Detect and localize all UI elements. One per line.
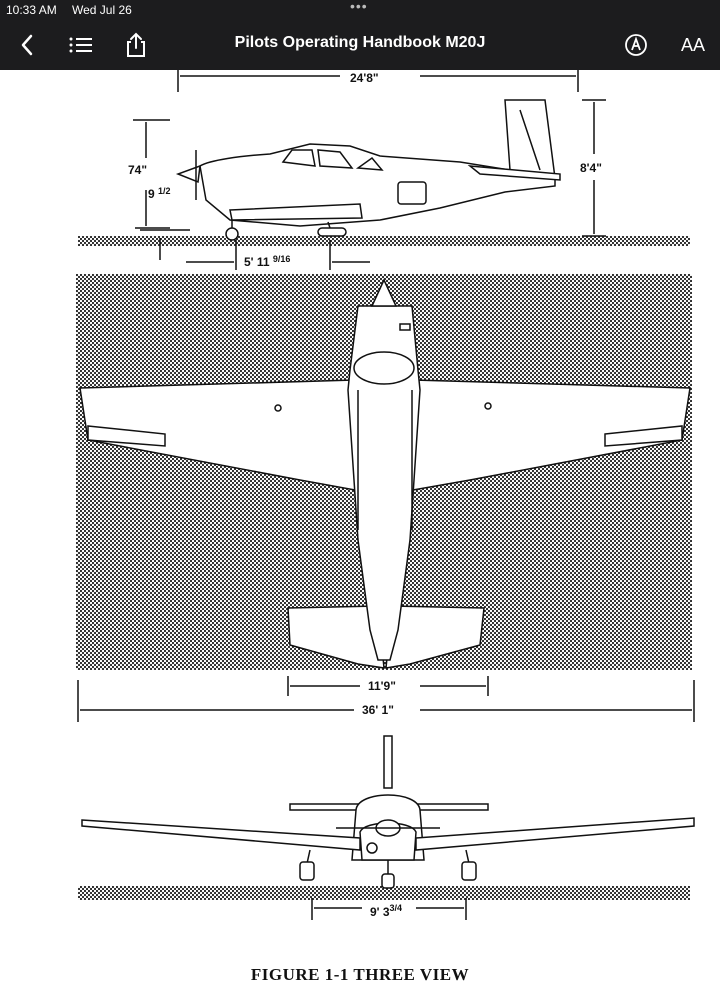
multitask-handle[interactable]: ••• [350,0,368,14]
side-view [78,70,690,270]
dim-wing-span: 36' 1" [362,703,394,717]
share-icon [127,32,145,57]
dim-gear-distance: 5' 11 9/16 [244,254,290,269]
status-bar: 10:33 AM Wed Jul 26 ••• [0,0,720,20]
status-date: Wed Jul 26 [72,3,132,17]
dim-overall-height: 8'4" [580,161,602,175]
document-title: Pilots Operating Handbook M20J [234,34,486,51]
dim-tail-span: 11'9" [368,679,396,693]
dim-overall-length: 24'8" [350,71,379,85]
front-view [78,735,695,920]
markup-button[interactable] [621,30,651,60]
three-view-drawing: 24'8" 74" 9 1/2 8'4" 5' 11 9/16 11'9" 36… [76,70,695,920]
figure-caption: FIGURE 1-1 THREE VIEW [250,965,470,984]
share-button[interactable] [121,30,151,60]
toc-button[interactable] [66,30,96,60]
toc-list-icon [69,37,92,53]
dim-wheel-track: 9' 33/4 [370,903,402,919]
markup-pen-icon [625,34,647,56]
top-view [76,274,695,722]
nav-bar: Pilots Operating Handbook M20J AA [0,20,720,70]
back-icon [21,34,33,56]
back-button[interactable] [10,30,44,60]
text-size-button[interactable]: AA [676,30,710,60]
status-time: 10:33 AM [6,3,57,17]
dim-prop-height: 74" [128,163,147,177]
text-size-icon: AA [680,34,705,55]
document-page[interactable]: 24'8" 74" 9 1/2 8'4" 5' 11 9/16 11'9" 36… [0,70,720,1000]
dim-ground-clearance: 9 1/2 [148,186,171,201]
